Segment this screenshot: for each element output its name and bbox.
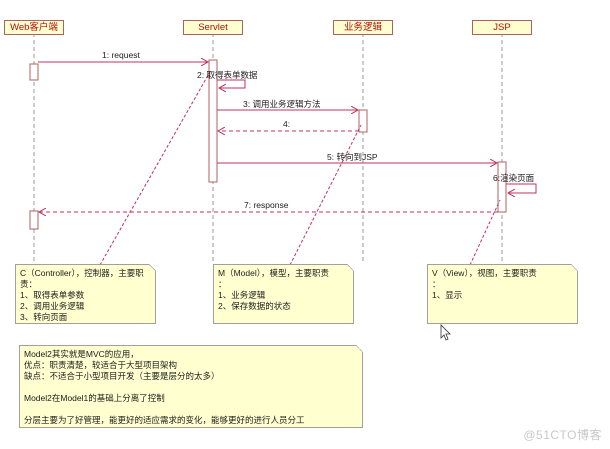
activation-servlet: [208, 59, 218, 183]
note-model: M（Model），模型，主要职责 ： 1、业务逻辑 2、保存数据的状态: [213, 264, 354, 324]
activation-web-1: [29, 63, 39, 81]
message-label-2: 2: 取得表单数据: [197, 70, 258, 80]
activation-biz: [358, 109, 368, 133]
message-label-1: 1: request: [102, 50, 140, 60]
note-connector-model: [289, 124, 362, 266]
note-view: V（View），视图，主要职责 ： 1、显示: [427, 264, 578, 324]
note-connector-view: [469, 199, 501, 266]
mouse-cursor-icon: [440, 324, 451, 341]
watermark: @51CTO博客: [523, 428, 602, 442]
lifeline-head-web: Web客户端: [4, 20, 64, 35]
lifeline-head-servlet: Servlet: [183, 20, 243, 35]
activation-web-2: [29, 210, 39, 230]
note-fold-model: [347, 264, 354, 271]
message-arrow-2: [217, 79, 246, 88]
note-summary: Model2其实就是MVC的应用， 优点：职责清楚，较适合于大型项目架构 缺点：…: [19, 345, 363, 428]
note-fold-view: [571, 264, 578, 271]
message-label-6: 6:渲染页面: [493, 173, 535, 183]
note-connector-controller: [99, 69, 212, 266]
message-label-5: 5: 转向到JSP: [327, 152, 378, 162]
lifeline-head-biz: 业务逻辑: [333, 20, 393, 35]
note-fold-controller: [149, 264, 156, 271]
note-fold-summary: [356, 345, 363, 352]
lifeline-head-jsp: JSP: [472, 20, 532, 35]
message-arrow-6: [506, 183, 537, 193]
message-label-4: 4:: [283, 119, 291, 129]
note-controller: C（Controller），控制器，主要职责： 1、取得表单参数 2、调用业务逻…: [15, 264, 156, 324]
message-label-7: 7: response: [244, 200, 289, 210]
activation-jsp: [497, 161, 507, 213]
message-label-3: 3: 调用业务逻辑方法: [243, 99, 321, 109]
